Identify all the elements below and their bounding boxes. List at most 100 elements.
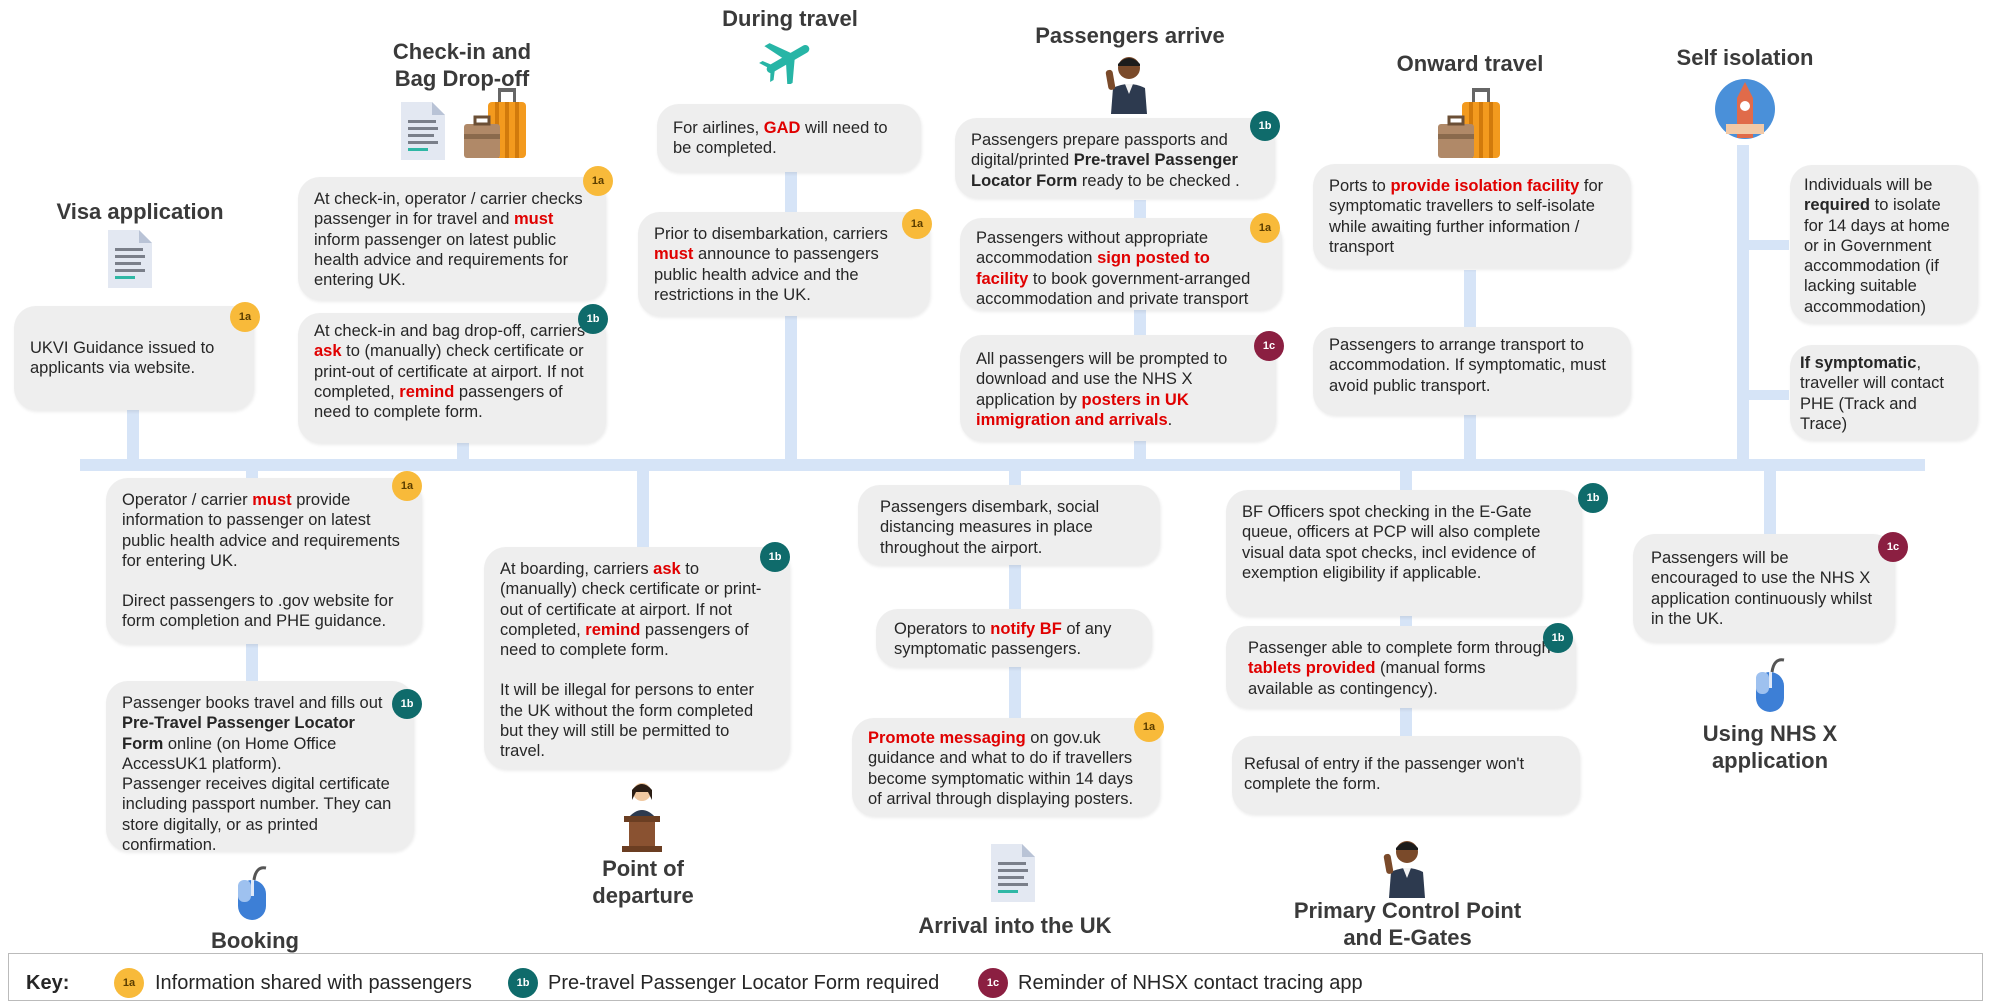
box-emphasis: posters in UK immigration and arrivals bbox=[976, 390, 1189, 429]
info-box-visa-guidance: UKVI Guidance issued to applicants via w… bbox=[14, 306, 254, 410]
box-text: to (manually) check certificate or print… bbox=[500, 560, 762, 639]
info-box-arrive-prepare: Passengers prepare passports and digital… bbox=[955, 118, 1275, 198]
key-item-1b: Pre-travel Passenger Locator Form requir… bbox=[548, 972, 940, 994]
box-text: BF Officers spot checking in the E-Gate … bbox=[1242, 503, 1541, 582]
box-emphasis: provide isolation facility bbox=[1390, 177, 1580, 195]
box-text: will need to be completed. bbox=[673, 119, 888, 158]
box-bold: Pre-Travel Passenger Locator Form bbox=[122, 714, 355, 753]
info-box-arrive-nhsx: All passengers will be prompted to downl… bbox=[960, 335, 1276, 441]
timeline-main bbox=[80, 459, 1925, 471]
badge-1a: 1a bbox=[1250, 213, 1280, 243]
box-bold: Pre-travel Passenger Locator Form bbox=[971, 151, 1238, 190]
stage-title-isolation: Self isolation bbox=[1676, 45, 1814, 70]
badge-1c: 1c bbox=[1254, 331, 1284, 361]
connector-isolation-h2 bbox=[1749, 390, 1789, 400]
box-text: (manual forms available as contingency). bbox=[1248, 659, 1486, 698]
box-emphasis: tablets provided bbox=[1248, 659, 1376, 678]
mouse-icon bbox=[1756, 658, 1785, 712]
box-emphasis: must bbox=[654, 245, 694, 264]
info-box-during-announce: Prior to disembarkation, carriers must a… bbox=[638, 212, 930, 316]
box-text: on gov.uk guidance and what to do if tra… bbox=[868, 729, 1134, 808]
box-text: passengers of need to complete form. bbox=[500, 620, 749, 660]
mouse-icon bbox=[238, 866, 267, 920]
info-box-booking-operator: Operator / carrier must provide informat… bbox=[106, 478, 422, 644]
info-box-arrival-notify: Operators to notify BF of any symptomati… bbox=[876, 609, 1152, 667]
person-waving-icon bbox=[1105, 57, 1147, 114]
stage-title-during: During travel bbox=[722, 6, 858, 31]
box-text: All passengers will be prompted to downl… bbox=[976, 350, 1228, 409]
box-text: At check-in and bag drop-off, carriers bbox=[314, 322, 586, 340]
document-icon bbox=[991, 844, 1035, 902]
badge-1a: 1a bbox=[902, 209, 932, 239]
box-text: to isolate for 14 days at home or in Gov… bbox=[1804, 196, 1950, 316]
box-text: At check-in, operator / carrier checks p… bbox=[314, 190, 583, 229]
info-box-isolation-14days: Individuals will be required to isolate … bbox=[1790, 165, 1978, 323]
person-at-podium-icon bbox=[622, 783, 662, 852]
box-text: Passenger able to complete form through bbox=[1248, 639, 1551, 657]
box-text: online (on Home Office AccessUK1 platfor… bbox=[122, 734, 337, 773]
connector-departure bbox=[637, 469, 649, 553]
key-label: Key: bbox=[26, 972, 70, 994]
badge-1b: 1b bbox=[1543, 623, 1573, 653]
key-badge-1c: 1c bbox=[978, 968, 1008, 998]
box-emphasis: remind bbox=[585, 620, 641, 639]
box-bold: required bbox=[1804, 196, 1871, 215]
info-box-arrive-accommodation: Passengers without appropriate accommoda… bbox=[960, 218, 1282, 310]
stage-title-arrival: Arrival into the UK bbox=[918, 913, 1112, 938]
stage-title-visa: Visa application bbox=[56, 199, 224, 224]
box-text: Passengers will be encouraged to use the… bbox=[1651, 549, 1873, 628]
box-emphasis: sign posted to facility bbox=[976, 249, 1210, 288]
box-bold: If symptomatic bbox=[1800, 354, 1917, 372]
badge-1b: 1b bbox=[578, 304, 608, 334]
info-box-checkin-certificate: At check-in and bag drop-off, carriers a… bbox=[298, 313, 606, 443]
info-box-isolation-symptomatic: If symptomatic, traveller will contact P… bbox=[1790, 345, 1978, 440]
stage-title-departure: Point of departure bbox=[592, 856, 694, 908]
box-text: for symptomatic travellers to self-isola… bbox=[1329, 177, 1604, 256]
box-text: to (manually) check certificate or print… bbox=[314, 342, 584, 401]
box-text: Operators to bbox=[894, 620, 991, 638]
box-text: Refusal of entry if the passenger won't … bbox=[1244, 755, 1525, 794]
connector-visa bbox=[127, 405, 139, 461]
box-text: inform passenger on latest public health… bbox=[314, 230, 569, 290]
key-badge-1a: 1a bbox=[114, 968, 144, 998]
box-text: Passenger books travel and fills out bbox=[122, 694, 383, 712]
box-text: Prior to disembarkation, carriers bbox=[654, 225, 888, 243]
box-text: Operator / carrier bbox=[122, 491, 253, 509]
stage-title-booking: Booking bbox=[211, 928, 299, 953]
badge-1b: 1b bbox=[1250, 111, 1280, 141]
box-text: provide information to passenger on late… bbox=[122, 491, 400, 570]
badge-1a: 1a bbox=[230, 302, 260, 332]
box-text: Passengers disembark, social distancing … bbox=[880, 498, 1100, 557]
box-emphasis: must bbox=[252, 491, 292, 509]
badge-1a: 1a bbox=[1134, 712, 1164, 742]
airplane-icon bbox=[759, 43, 810, 84]
info-box-arrival-disembark: Passengers disembark, social distancing … bbox=[858, 485, 1160, 565]
box-text: Passengers without appropriate accommoda… bbox=[976, 229, 1209, 268]
connector-nhsx bbox=[1764, 469, 1776, 541]
info-box-departure-boarding: At boarding, carriers ask to (manually) … bbox=[484, 547, 790, 769]
box-text: passengers of need to complete form. bbox=[314, 382, 563, 422]
stage-title-checkin: Check-in and Bag Drop-off bbox=[392, 39, 532, 91]
box-text: For airlines, bbox=[673, 119, 764, 137]
connector-isolation bbox=[1737, 145, 1749, 461]
box-text: It will be illegal for persons to enter … bbox=[500, 681, 755, 761]
badge-1b: 1b bbox=[392, 689, 422, 719]
box-text: Passengers to arrange transport to accom… bbox=[1329, 336, 1606, 395]
box-text: Passenger receives digital certificate i… bbox=[122, 775, 392, 855]
connector-isolation-h1 bbox=[1749, 240, 1789, 250]
box-text: of any symptomatic passengers. bbox=[894, 620, 1112, 659]
key-legend bbox=[8, 953, 1983, 1001]
info-box-onward-isolation: Ports to provide isolation facility for … bbox=[1313, 164, 1631, 268]
box-text: to book government-arranged accommodatio… bbox=[976, 269, 1251, 308]
box-text: . bbox=[1167, 410, 1173, 429]
info-box-pcp-tablets: Passenger able to complete form through … bbox=[1226, 626, 1576, 708]
box-emphasis: remind bbox=[399, 382, 455, 401]
box-emphasis: ask bbox=[314, 342, 342, 361]
key-item-1c: Reminder of NHSX contact tracing app bbox=[1018, 972, 1363, 994]
badge-1b: 1b bbox=[1578, 483, 1608, 513]
box-text: ready to be checked . bbox=[1077, 171, 1240, 190]
badge-1a: 1a bbox=[392, 471, 422, 501]
info-box-pcp-spotcheck: BF Officers spot checking in the E-Gate … bbox=[1226, 490, 1582, 616]
info-box-arrival-messaging: Promote messaging on gov.uk guidance and… bbox=[852, 718, 1160, 816]
badge-1a: 1a bbox=[583, 166, 613, 196]
